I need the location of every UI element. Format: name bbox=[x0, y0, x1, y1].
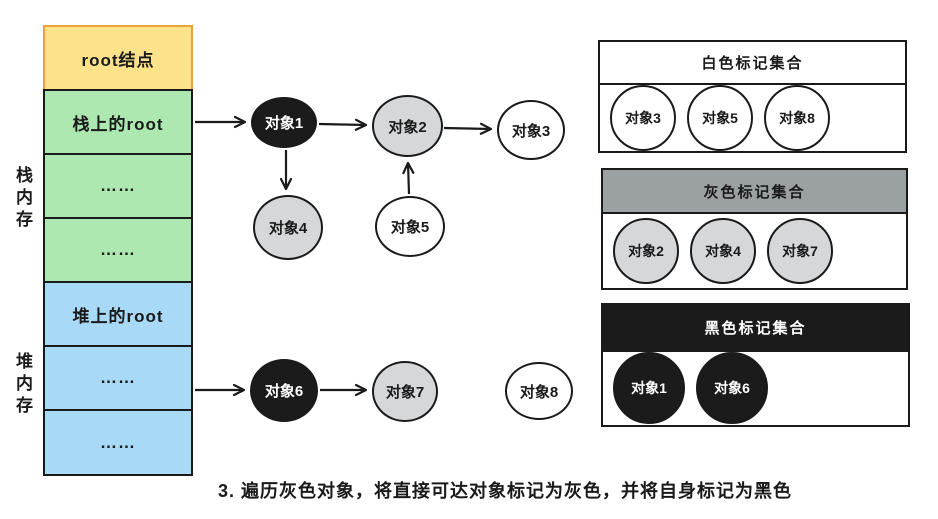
set-member-obj3: 对象3 bbox=[610, 84, 676, 151]
memory-cell-ellipsis: …… bbox=[43, 345, 193, 411]
set-member-obj4: 对象4 bbox=[690, 217, 756, 284]
white-mark-set-body: 对象3 对象5 对象8 bbox=[600, 84, 905, 151]
graph-node-obj2: 对象2 bbox=[372, 95, 443, 157]
memory-cell-stack-root: 栈上的root bbox=[43, 89, 193, 155]
memory-cell-ellipsis: …… bbox=[43, 409, 193, 476]
stack-memory-label: 栈内存 bbox=[13, 166, 32, 232]
memory-cell-ellipsis: …… bbox=[43, 153, 193, 219]
black-mark-set-title: 黑色标记集合 bbox=[603, 305, 908, 352]
set-member-obj8: 对象8 bbox=[764, 84, 830, 151]
black-mark-set: 黑色标记集合 对象1 对象6 bbox=[601, 303, 910, 427]
memory-cell-root-node: root结点 bbox=[43, 25, 193, 91]
white-mark-set-title: 白色标记集合 bbox=[600, 42, 905, 85]
set-member-obj2: 对象2 bbox=[613, 217, 679, 284]
memory-cell-ellipsis: …… bbox=[43, 217, 193, 283]
edge-obj1-obj2 bbox=[318, 118, 368, 131]
gray-mark-set-body: 对象2 对象4 对象7 bbox=[603, 214, 906, 287]
edge-obj5-obj2 bbox=[402, 161, 415, 195]
set-member-obj7: 对象7 bbox=[767, 217, 833, 284]
heap-memory-label: 堆内存 bbox=[13, 352, 32, 418]
graph-node-obj3: 对象3 bbox=[497, 100, 565, 160]
black-mark-set-body: 对象1 对象6 bbox=[603, 352, 908, 424]
graph-node-obj8: 对象8 bbox=[505, 362, 573, 420]
memory-cell-heap-root: 堆上的root bbox=[43, 281, 193, 347]
white-mark-set: 白色标记集合 对象3 对象5 对象8 bbox=[598, 40, 907, 153]
set-member-obj1: 对象1 bbox=[613, 352, 685, 424]
graph-node-obj4: 对象4 bbox=[253, 195, 323, 260]
set-member-obj6: 对象6 bbox=[696, 352, 768, 424]
set-member-obj5: 对象5 bbox=[687, 84, 753, 151]
gray-mark-set: 灰色标记集合 对象2 对象4 对象7 bbox=[601, 168, 908, 290]
memory-stack: root结点 栈上的root …… …… 堆上的root …… …… bbox=[43, 25, 193, 476]
graph-node-obj1: 对象1 bbox=[251, 97, 317, 148]
step-caption: 3. 遍历灰色对象，将直接可达对象标记为灰色，并将自身标记为黑色 bbox=[217, 481, 792, 501]
edge-obj2-obj3 bbox=[443, 122, 493, 135]
gray-mark-set-title: 灰色标记集合 bbox=[603, 170, 906, 214]
graph-node-obj5: 对象5 bbox=[375, 196, 445, 257]
graph-node-obj6: 对象6 bbox=[250, 359, 318, 422]
graph-node-obj7: 对象7 bbox=[372, 361, 438, 422]
